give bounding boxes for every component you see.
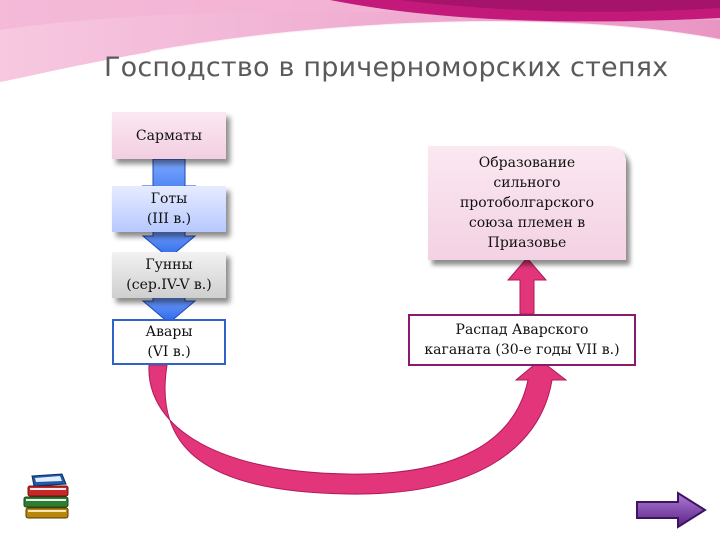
node-obrazovanie: Образование сильного протоболгарского со… bbox=[428, 146, 626, 260]
header-decoration bbox=[0, 0, 720, 82]
node-sarmaty-line-1: Сарматы bbox=[135, 127, 203, 144]
node-goty-line-2: (III в.) bbox=[146, 211, 192, 227]
node-obrazovanie-line-2: сильного bbox=[493, 175, 561, 191]
node-goty-line-1: Готы bbox=[150, 191, 188, 207]
next-arrow-icon[interactable] bbox=[634, 490, 708, 530]
node-avary-line-1: Авары bbox=[145, 324, 193, 340]
arrow-avary-raspad bbox=[148, 359, 568, 495]
node-gunny-line-1: Гунны bbox=[145, 257, 193, 273]
node-avary-line-2: (VI в.) bbox=[147, 344, 191, 360]
node-raspad-line-1: Распад Аварского bbox=[455, 322, 589, 338]
node-obrazovanie-line-3: протоболгарского bbox=[459, 195, 595, 211]
node-gunny-line-2: (сер.IV-V в.) bbox=[126, 277, 212, 293]
node-gunny: Гунны (сер.IV-V в.) bbox=[112, 252, 226, 298]
node-obrazovanie-line-5: Приазовье bbox=[487, 235, 567, 251]
node-avary: Авары (VI в.) bbox=[112, 319, 226, 365]
node-obrazovanie-line-1: Образование bbox=[478, 155, 576, 171]
arrow-raspad-obrazovanie bbox=[506, 257, 548, 315]
node-raspad: Распад Аварского каганата (30-е годы VII… bbox=[408, 314, 636, 366]
node-sarmaty: Сарматы bbox=[112, 112, 226, 159]
page-title: Господство в причерноморских степях bbox=[104, 52, 669, 83]
node-obrazovanie-line-4: союза племен в bbox=[468, 215, 586, 231]
books-icon[interactable] bbox=[20, 470, 76, 526]
node-goty: Готы (III в.) bbox=[112, 186, 226, 232]
node-raspad-line-2: каганата (30-е годы VII в.) bbox=[424, 342, 620, 358]
